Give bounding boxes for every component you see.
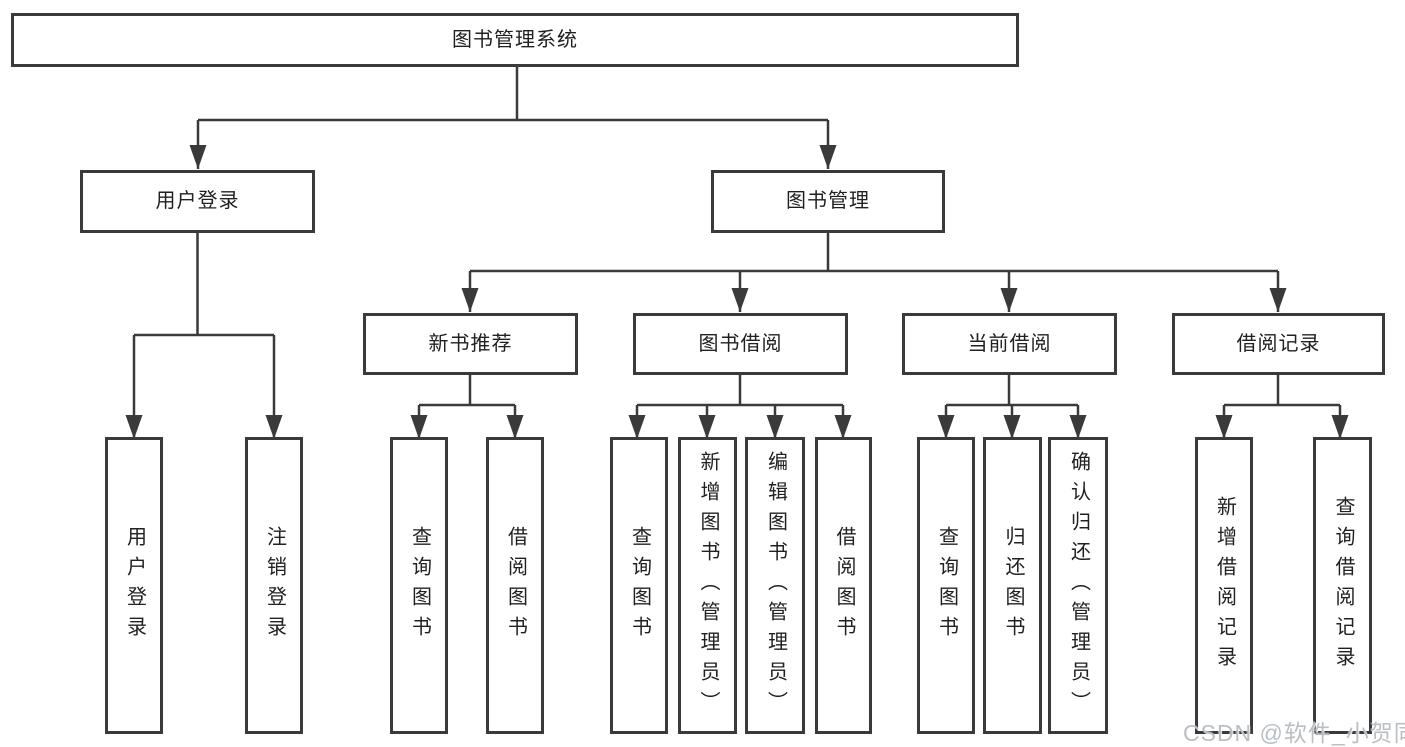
- arrowhead-icon: [461, 288, 1287, 312]
- leaf-logout-login: 注销登录: [245, 437, 303, 734]
- leaf-return-books: 归还图书: [983, 437, 1042, 734]
- arrowhead-icon: [1215, 415, 1349, 439]
- leaf-edit-book-admin: 编辑图书（管理员）: [745, 437, 805, 734]
- connector-book-borrowing-children: [628, 375, 852, 439]
- connector-new-book-recommend-children: [410, 375, 524, 439]
- arrowhead-icon: [125, 415, 283, 439]
- node-user-login: 用户登录: [80, 170, 315, 233]
- node-new-book-recommend: 新书推荐: [363, 313, 578, 375]
- leaf-borrow-books-borrowing: 借阅图书: [815, 437, 872, 734]
- arrowhead-icon: [937, 415, 1087, 439]
- leaf-user-login: 用户登录: [105, 437, 163, 734]
- leaf-add-borrow-record: 新增借阅记录: [1195, 437, 1253, 734]
- node-book-borrowing: 图书借阅: [633, 313, 848, 375]
- arrowhead-icon: [189, 145, 837, 169]
- leaf-add-book-admin: 新增图书（管理员）: [678, 437, 737, 734]
- leaf-query-books-recommend: 查询图书: [390, 437, 448, 734]
- node-current-borrowing: 当前借阅: [902, 313, 1117, 375]
- connector-user-login-children: [125, 233, 283, 439]
- arrowhead-icon: [628, 415, 852, 439]
- connector-current-borrowing-children: [937, 375, 1087, 439]
- leaf-query-books-current: 查询图书: [917, 437, 975, 734]
- watermark: CSDN @软件_小贺同学: [1183, 720, 1405, 746]
- node-root: 图书管理系统: [11, 13, 1019, 67]
- node-book-management: 图书管理: [711, 170, 945, 233]
- leaf-query-borrow-record: 查询借阅记录: [1313, 437, 1372, 734]
- leaf-confirm-return-admin: 确认归还（管理员）: [1048, 437, 1108, 734]
- node-borrow-records: 借阅记录: [1172, 313, 1385, 375]
- connector-book-management-children: [461, 233, 1287, 312]
- connector-root-children: [189, 67, 837, 169]
- leaf-borrow-books-recommend: 借阅图书: [486, 437, 544, 734]
- arrowhead-icon: [410, 415, 524, 439]
- connector-borrow-records-children: [1215, 375, 1349, 439]
- leaf-query-books-borrowing: 查询图书: [610, 437, 668, 734]
